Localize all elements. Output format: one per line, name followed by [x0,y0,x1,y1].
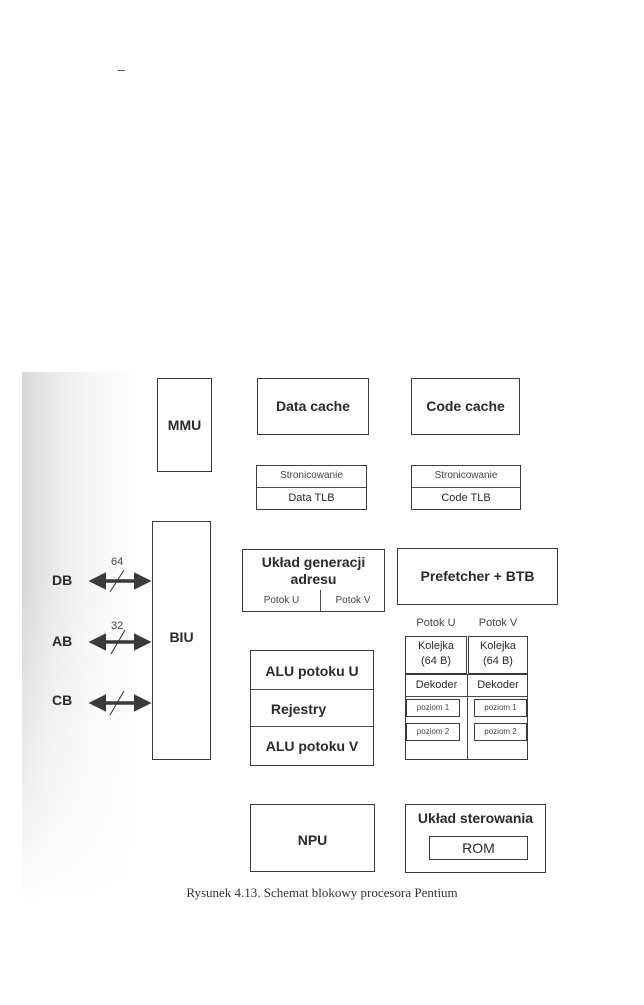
decoder-u-level2: poziom 2 [406,723,460,741]
decoder-block: Dekoder Dekoder [405,674,528,760]
biu-block: BIU [152,521,211,760]
agu-label-line2: adresu [290,571,337,587]
decoder-u-level1: poziom 1 [406,699,460,717]
data-cache-label: Data cache [276,398,350,414]
control-unit-label: Układ sterowania [417,810,534,826]
code-tlb-block: Stronicowanie Code TLB [411,465,521,510]
decoder-v-level1: poziom 1 [474,699,527,717]
mmu-block: MMU [157,378,212,472]
rom-block: ROM [429,836,528,860]
ab-bus-width: 32 [111,620,124,632]
data-cache-block: Data cache [257,378,369,435]
level2-v-label: poziom 2 [484,727,517,736]
queue-u-label-2: (64 B) [421,655,451,667]
code-paging-label: Stronicowanie [434,470,498,481]
level1-v-label: poziom 1 [484,703,517,712]
decoder-u-label: Dekoder [415,679,458,691]
cb-bus-label: CB [52,692,73,708]
biu-label: BIU [169,629,194,645]
data-tlb-label: Data TLB [288,492,335,504]
prefetcher-btb-block: Prefetcher + BTB [397,548,558,605]
mmu-label: MMU [167,417,202,433]
cb-bus-arrow [88,690,152,716]
registers-label: Rejestry [270,701,327,717]
level1-u-label: poziom 1 [416,703,450,712]
alu-registers-block: ALU potoku U Rejestry ALU potoku V [250,650,374,766]
queue-v-block: Kolejka (64 B) [468,636,528,674]
ab-bus-arrow [88,629,152,655]
control-unit-block: Układ sterowania ROM [405,804,546,873]
prefetcher-label: Prefetcher + BTB [420,568,535,584]
data-paging-label: Stronicowanie [280,470,343,481]
agu-pipe-u-label: Potok U [263,595,300,606]
pipe-u-header: Potok U [416,617,456,629]
queue-u-block: Kolejka (64 B) [405,636,467,674]
code-tlb-label: Code TLB [441,492,491,504]
queue-v-label-2: (64 B) [483,655,513,667]
alu-u-label: ALU potoku U [265,663,359,679]
code-cache-block: Code cache [411,378,520,435]
figure-caption: Rysunek 4.13. Schemat blokowy procesora … [186,885,458,900]
decoder-v-label: Dekoder [477,679,519,691]
pipe-v-header: Potok V [478,617,518,629]
queue-v-label-1: Kolejka [479,640,517,652]
agu-pipe-v-label: Potok V [335,595,371,606]
db-bus-width: 64 [111,556,124,568]
address-generation-block: Układ generacji adresu Potok U Potok V [242,549,385,612]
page-mark [118,70,125,71]
db-bus-arrow [88,569,152,593]
alu-v-label: ALU potoku V [265,738,359,754]
code-cache-label: Code cache [426,398,505,414]
data-tlb-block: Stronicowanie Data TLB [256,465,367,510]
level2-u-label: poziom 2 [416,727,450,736]
decoder-v-level2: poziom 2 [474,723,527,741]
agu-label-line1: Układ generacji [261,554,366,570]
queue-u-label-1: Kolejka [417,640,455,652]
ab-bus-label: AB [52,633,73,649]
npu-block: NPU [250,804,375,872]
npu-label: NPU [297,832,328,848]
rom-label: ROM [462,840,495,856]
db-bus-label: DB [52,572,73,588]
